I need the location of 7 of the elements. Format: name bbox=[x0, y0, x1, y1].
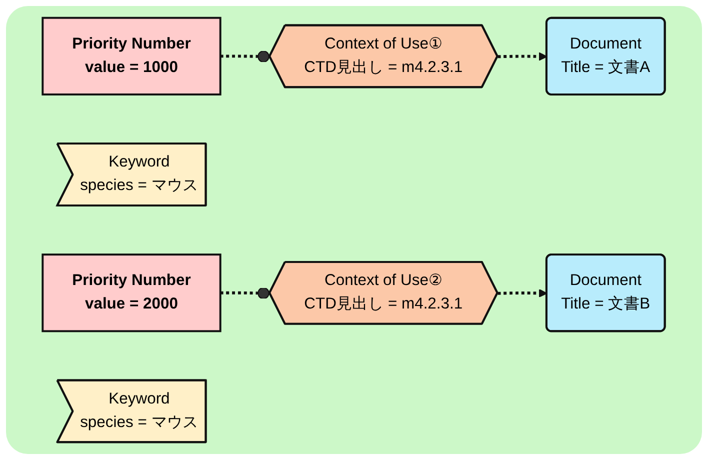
node-box bbox=[42, 254, 222, 332]
node-box bbox=[42, 16, 222, 96]
connector bbox=[220, 50, 270, 62]
arrow bbox=[498, 52, 548, 61]
arrow bbox=[498, 288, 548, 298]
connector bbox=[220, 287, 270, 300]
panel-background: Priority Number value = 1000 Context of Use① CTD見出し = m4.2.3.1 Keyword species = マウス Document Title = 文書A Priority Number value = 2000 Context of Use② CTD見出し = m4.2.3.1 Keyword species = マウス Document Title = 文書B bbox=[6, 6, 702, 454]
